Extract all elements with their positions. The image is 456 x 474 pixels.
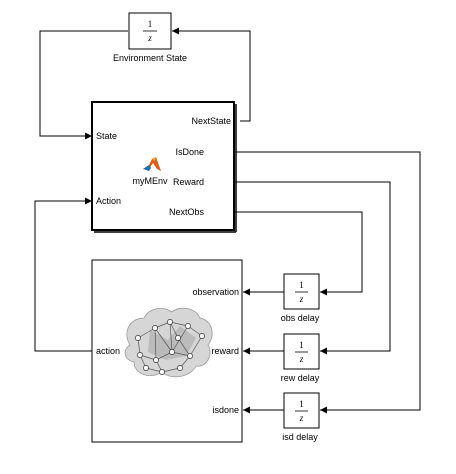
rew-delay-label: rew delay bbox=[281, 373, 320, 383]
agent-block[interactable]: observation reward isdone action bbox=[91, 259, 243, 443]
env-out-port-nextobs: NextObs bbox=[169, 207, 205, 217]
agent-in-port-observation: observation bbox=[192, 287, 239, 297]
isd-delay-label: isd delay bbox=[282, 432, 318, 442]
wire-reward-to-rew-delay bbox=[207, 181, 391, 355]
rew-delay-numerator: 1 bbox=[299, 340, 304, 350]
isd-delay-block[interactable]: 1 z bbox=[283, 392, 320, 429]
env-out-port-nextstate: NextState bbox=[191, 116, 231, 126]
wire-isdone-to-isd-delay bbox=[207, 151, 421, 414]
env-out-port-reward: Reward bbox=[173, 177, 204, 187]
obs-delay-denominator: z bbox=[299, 294, 304, 304]
env-delay-numerator: 1 bbox=[148, 19, 153, 29]
agent-out-port-action: action bbox=[96, 346, 120, 356]
rew-delay-block[interactable]: 1 z bbox=[283, 333, 320, 370]
env-delay-label: Environment State bbox=[113, 53, 187, 63]
env-delay-denominator: z bbox=[147, 33, 152, 43]
env-block-name: myMEnv bbox=[132, 176, 168, 186]
obs-delay-block[interactable]: 1 z bbox=[283, 273, 320, 310]
matlab-logo-icon bbox=[143, 157, 161, 171]
env-in-port-action: Action bbox=[96, 196, 121, 206]
isd-delay-numerator: 1 bbox=[299, 399, 304, 409]
wire-action-to-env-action bbox=[34, 197, 92, 352]
env-out-port-isdone: IsDone bbox=[175, 147, 204, 157]
env-in-port-state: State bbox=[96, 131, 117, 141]
agent-in-port-reward: reward bbox=[211, 346, 239, 356]
wire-nextstate-to-env-delay bbox=[172, 27, 251, 122]
env-state-delay-block[interactable]: 1 z bbox=[128, 12, 172, 50]
environment-block[interactable]: State Action NextState IsDone Reward Nex… bbox=[91, 101, 237, 233]
obs-delay-label: obs delay bbox=[281, 313, 320, 323]
neural-network-brain-icon bbox=[124, 307, 213, 378]
wire-env-delay-to-state bbox=[39, 30, 128, 140]
agent-in-port-isdone: isdone bbox=[212, 405, 239, 415]
obs-delay-numerator: 1 bbox=[299, 280, 304, 290]
rew-delay-denominator: z bbox=[299, 354, 304, 364]
wire-nextobs-to-obs-delay bbox=[207, 211, 363, 296]
isd-delay-denominator: z bbox=[299, 413, 304, 423]
